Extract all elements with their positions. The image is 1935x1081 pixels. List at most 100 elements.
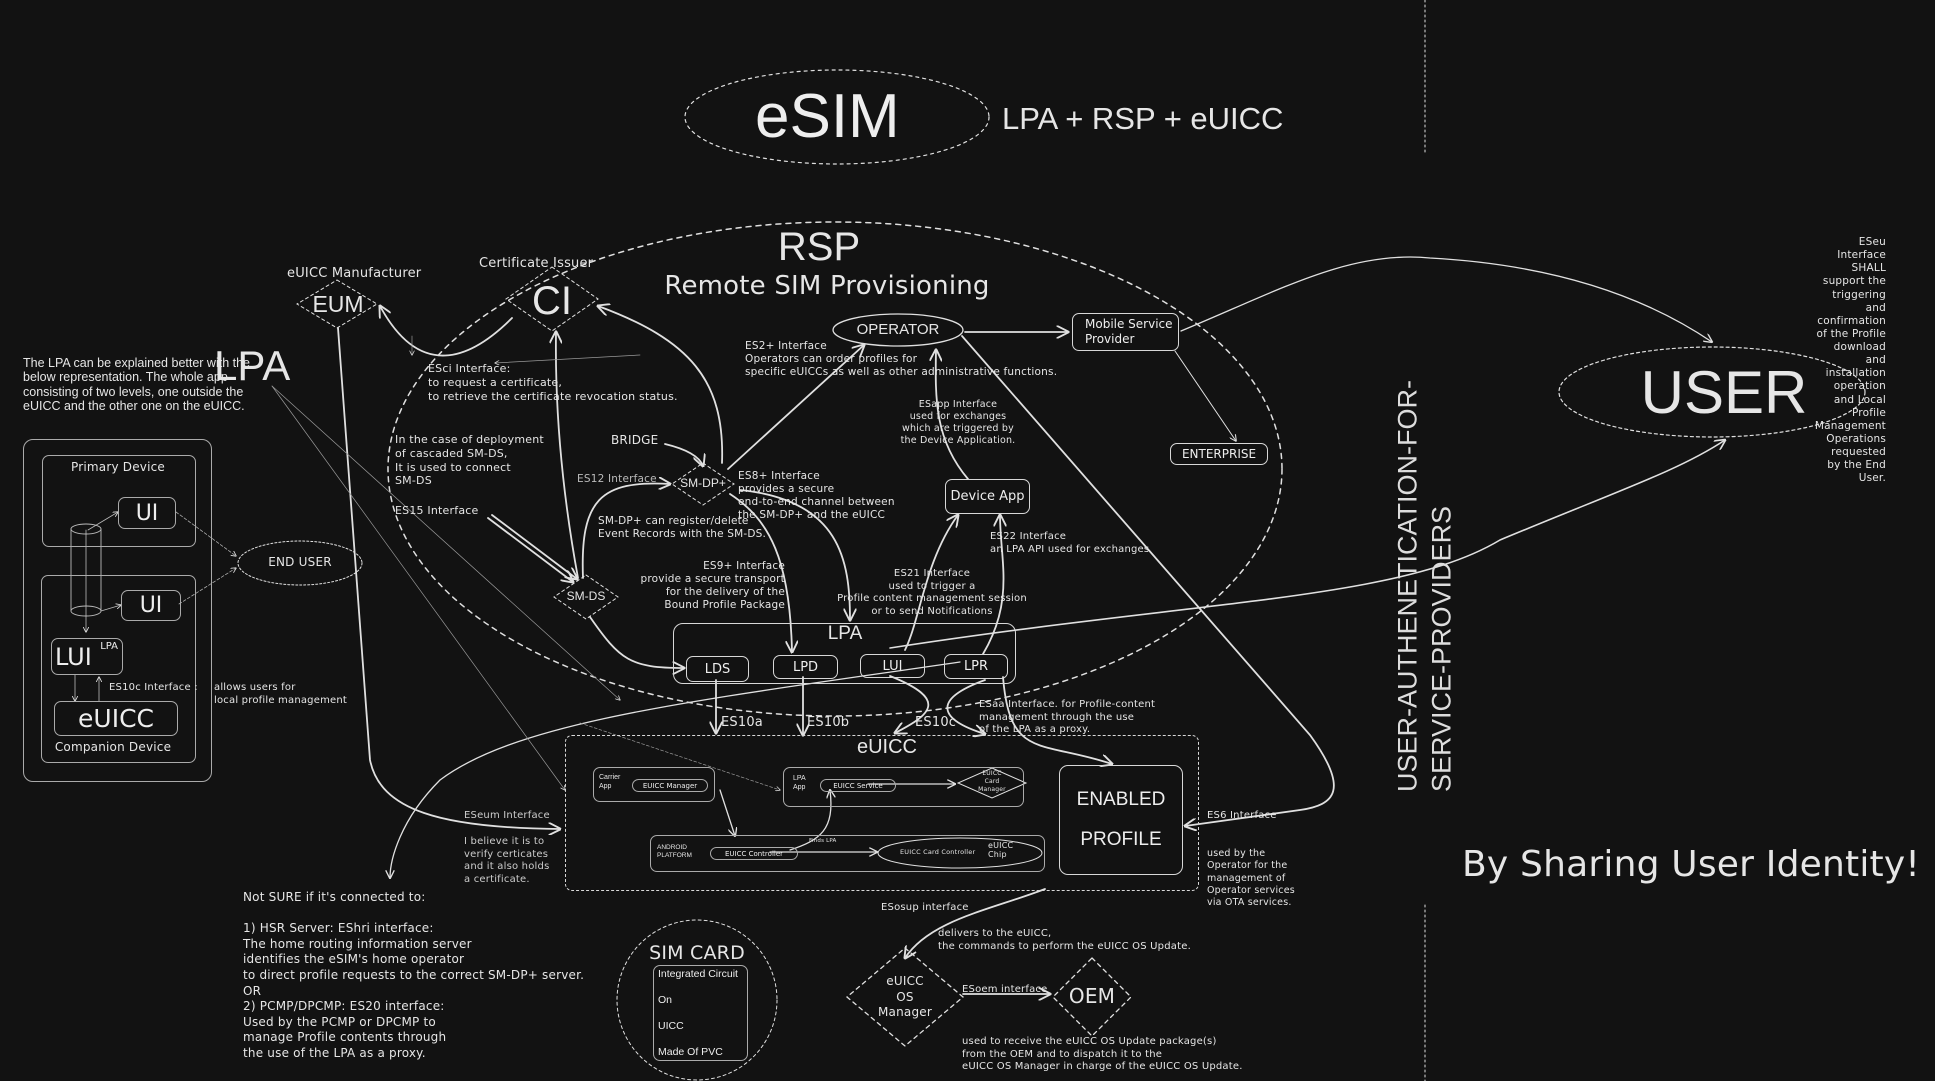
ui-box-companion[interactable]: UI <box>121 590 181 621</box>
esci-note: ESci Interface: to request a certificate… <box>428 362 678 403</box>
os-manager-label: eUICC OS Manager <box>878 974 932 1020</box>
euicc-manager-box[interactable]: EUICC Manager <box>632 779 708 792</box>
register-note: SM-DP+ can register/delete Event Records… <box>598 515 767 541</box>
sim-card-item: Integrated Circuit <box>658 968 738 980</box>
card-controller-label: EUICC Card Controller <box>900 848 976 856</box>
lpa-side-title: LPA <box>214 342 291 389</box>
sim-card-item: Made Of PVC <box>658 1046 723 1058</box>
lpa-model-frame <box>23 439 212 782</box>
euicc-chip-label: eUICC Chip <box>988 841 1014 859</box>
lpr-label: LPR <box>963 659 989 674</box>
card-manager-label: EUICC Card Manager <box>978 770 1006 793</box>
enterprise-box[interactable]: ENTERPRISE <box>1170 443 1268 465</box>
vertical-divider-label: USER-AUTHENETICATION-FOR-SERVICE-PROVIDE… <box>1392 380 1456 792</box>
user-label: USER <box>1640 359 1808 426</box>
ui-label: UI <box>135 500 159 526</box>
euicc-manager-label: EUICC Manager <box>642 781 698 790</box>
smds-diamond <box>553 574 619 620</box>
enterprise-label: ENTERPRISE <box>1181 447 1257 461</box>
device-app-box[interactable]: Device App <box>945 479 1030 514</box>
primary-device-box <box>42 455 196 547</box>
es6-label: ES6 Interface <box>1207 810 1277 821</box>
lui-label: LUI <box>55 642 92 671</box>
esim-ellipse <box>684 69 990 165</box>
user-ellipse <box>1558 346 1866 438</box>
esosup-description: delivers to the eUICC, the commands to p… <box>938 928 1191 952</box>
carrier-app-label: Carrier App <box>599 774 621 790</box>
es10a-label: ES10a <box>721 715 763 730</box>
eum-diamond <box>296 279 378 329</box>
sim-card-item: UICC <box>658 1020 684 1032</box>
esaa-note: ESaa Interface. for Profile-content mana… <box>979 699 1156 735</box>
mobile-service-provider-box[interactable]: Mobile Service Provider <box>1072 313 1179 351</box>
android-platform-label: ANDROID PLATFORM <box>657 844 692 860</box>
operator-ellipse <box>832 313 964 347</box>
end-user-label: END USER <box>268 555 332 569</box>
es8-note: ES8+ Interface provides a secure end-to-… <box>738 470 895 522</box>
lpa-app-label: LPA App <box>793 775 806 791</box>
es21-note: ES21 Interface used to trigger a Profile… <box>837 568 1027 617</box>
rsp-subtitle: Remote SIM Provisioning <box>664 271 990 301</box>
euicc-controller-box[interactable]: EUICC Controller <box>710 847 798 860</box>
lpa-label: LPA <box>827 623 863 644</box>
sim-card-list: Integrated Circuit On UICC Made Of PVC <box>653 965 748 1061</box>
esapp-note: ESapp Interface used for exchanges which… <box>900 399 1016 446</box>
bridge-label: BRIDGE <box>611 433 659 447</box>
rsp-title: RSP <box>777 225 861 269</box>
msp-label: Mobile Service Provider <box>1085 317 1173 346</box>
lpd-label: LPD <box>792 659 819 675</box>
eseum-description: I believe it is to verify certicates and… <box>464 836 550 885</box>
es6-description: used by the Operator for the management … <box>1207 848 1295 909</box>
lpa-app-box[interactable] <box>783 767 1024 807</box>
ui-box-primary[interactable]: UI <box>118 497 176 529</box>
oem-label: OEM <box>1068 984 1116 1008</box>
cascade-note: In the case of deployment of cascaded SM… <box>395 433 544 488</box>
device-app-label: Device App <box>950 489 1025 504</box>
lui-superscript: LPA <box>100 641 118 652</box>
rsp-ellipse <box>387 221 1283 717</box>
smdp-diamond <box>671 462 735 506</box>
lpa-explanation: The LPA can be explained better with the… <box>23 356 251 414</box>
euicc-controller-label: EUICC Controller <box>724 849 784 858</box>
ci-diamond <box>505 266 599 332</box>
euicc-service-box[interactable]: EUICC Service <box>820 779 896 792</box>
sim-card-title: SIM CARD <box>649 942 745 964</box>
euicc-service-label: EUICC Service <box>833 781 883 790</box>
finds-lpa-label: Finds LPA <box>809 838 837 844</box>
android-platform-box <box>650 835 1045 872</box>
enabled-profile-box[interactable]: ENABLED PROFILE <box>1059 765 1183 875</box>
carrier-app-box[interactable] <box>593 767 715 802</box>
euicc-box-companion[interactable]: eUICC <box>54 701 178 736</box>
end-user-ellipse <box>237 540 363 586</box>
esosup-label: ESosup interface <box>881 902 969 913</box>
esoem-description: used to receive the eUICC OS Update pack… <box>962 1036 1243 1072</box>
sim-card-circle <box>616 919 778 1081</box>
not-sure-note: Not SURE if it's connected to: 1) HSR Se… <box>243 890 585 1060</box>
os-manager-diamond <box>845 947 965 1047</box>
esim-formula: LPA + RSP + eUICC <box>1002 101 1284 136</box>
es15-label: ES15 Interface <box>395 504 479 517</box>
lpd-box[interactable]: LPD <box>773 655 838 679</box>
companion-device-box <box>41 575 196 763</box>
es9-note: ES9+ Interface provide a secure transpor… <box>640 560 785 612</box>
euicc-title: eUICC <box>856 736 918 758</box>
eseum-label: ESeum Interface <box>464 810 550 821</box>
smds-label: SM-DS <box>566 589 606 603</box>
euicc-container <box>565 735 1199 891</box>
lds-box[interactable]: LDS <box>686 656 749 682</box>
es10b-label: ES10b <box>807 715 850 730</box>
eum-caption: eUICC Manufacturer <box>287 266 422 281</box>
lui-label: LUI <box>882 658 903 674</box>
euicc-label: eUICC <box>78 704 154 733</box>
lds-label: LDS <box>704 661 731 677</box>
lui-box-lpa[interactable]: LUI <box>860 654 925 678</box>
lpa-container <box>673 623 1016 684</box>
sim-card-item: On <box>658 994 673 1006</box>
lpr-box[interactable]: LPR <box>944 654 1008 679</box>
esoem-label: ESoem interface <box>962 984 1048 995</box>
es10c-interface-label: ES10c Interface : <box>109 682 198 693</box>
ci-label: CI <box>532 279 572 323</box>
es10c-label: ES10c <box>915 715 957 730</box>
lui-box[interactable]: LUI LPA <box>51 638 123 675</box>
